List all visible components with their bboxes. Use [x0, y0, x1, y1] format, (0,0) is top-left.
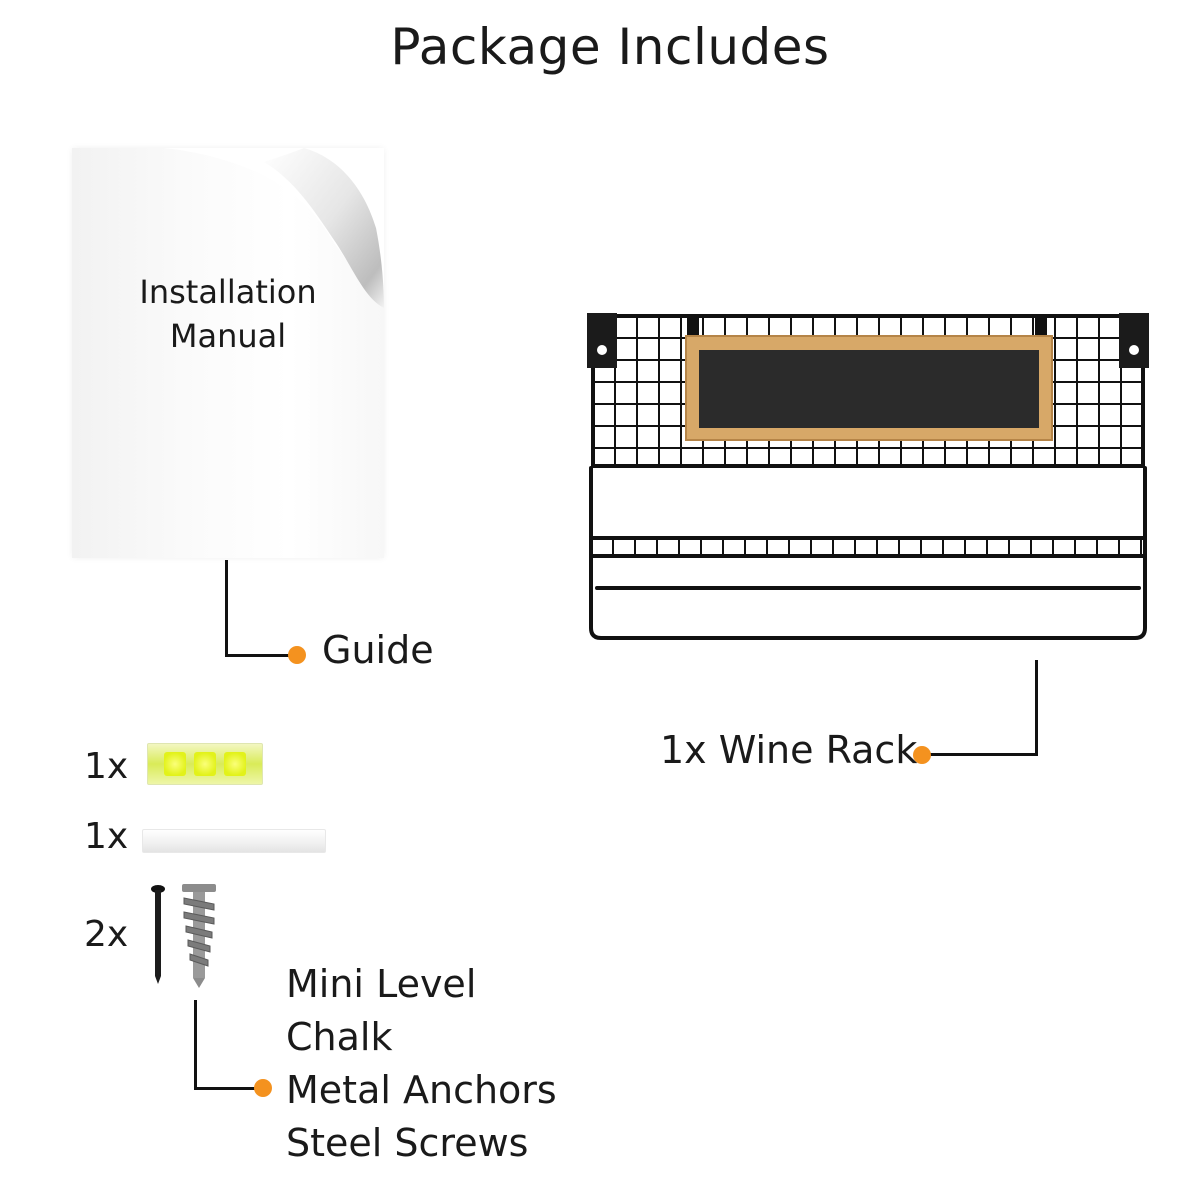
- bubble-level-icon: [147, 743, 263, 785]
- wine-rack-label: 1x Wine Rack: [660, 728, 918, 772]
- screw-icon: [151, 885, 165, 984]
- guide-label: Guide: [322, 628, 434, 672]
- list-item: Mini Level: [286, 962, 477, 1006]
- list-item: Chalk: [286, 1015, 393, 1059]
- hardware-quantity: 2x: [84, 914, 129, 955]
- guide-callout-line-vertical: [225, 560, 228, 656]
- guide-callout-dot: [288, 646, 306, 664]
- manual-sheet: Installation Manual: [72, 148, 384, 558]
- page-title: Package Includes: [390, 18, 830, 76]
- list-item: Metal Anchors: [286, 1068, 557, 1112]
- page-curl-icon: [164, 148, 384, 308]
- manual-title: Installation Manual: [72, 270, 384, 358]
- rack-callout-line-horizontal: [925, 753, 1038, 756]
- chalk-stick-icon: [142, 829, 326, 853]
- accessories-list: Mini Level Chalk Metal Anchors Steel Scr…: [286, 958, 557, 1170]
- level-quantity: 1x: [84, 746, 129, 787]
- wall-anchor-icon: [182, 884, 216, 988]
- rack-callout-dot: [913, 746, 931, 764]
- hardware-icons: [151, 884, 216, 988]
- accessories-callout-line-horizontal: [194, 1087, 256, 1090]
- manual-title-line2: Manual: [169, 317, 287, 355]
- list-item: Steel Screws: [286, 1121, 529, 1165]
- guide-callout-line-horizontal: [225, 654, 293, 657]
- wire-wine-rack-icon: [587, 313, 1149, 640]
- accessories-callout-dot: [254, 1079, 272, 1097]
- manual-title-line1: Installation: [139, 273, 317, 311]
- rack-callout-line-vertical: [1035, 660, 1038, 756]
- accessories-callout-line-vertical: [194, 1000, 197, 1090]
- chalk-quantity: 1x: [84, 816, 129, 857]
